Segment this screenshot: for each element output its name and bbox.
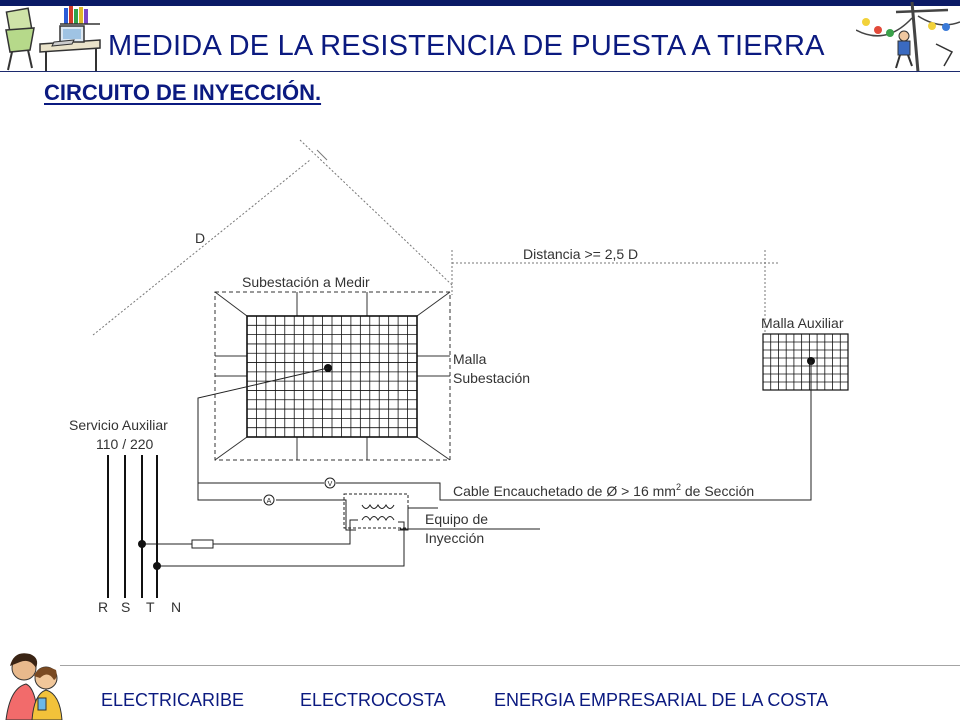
label-cable-prefix: Cable Encauchetado de Ø > 16 mm	[453, 483, 676, 499]
substation-grid-connectors	[214, 291, 451, 461]
label-aux-service-line2: 110 / 220	[96, 436, 154, 452]
footer-company-3: ENERGIA EMPRESARIAL DE LA COSTA	[494, 690, 829, 710]
title-divider	[0, 71, 960, 72]
transformer-secondary-coil	[361, 503, 395, 509]
ammeter-icon	[263, 494, 275, 506]
label-mesh-line2: Subestación	[453, 370, 530, 386]
voltmeter-icon	[324, 477, 336, 489]
label-cable-sup: 2	[676, 482, 681, 492]
aux-service-bus-lines	[107, 455, 158, 598]
label-d: D	[195, 230, 205, 246]
voltmeter-label: V	[328, 481, 333, 488]
footer-company-1: ELECTRICARIBE	[101, 690, 245, 710]
ammeter-label: A	[267, 498, 272, 505]
footer-divider	[60, 665, 960, 666]
substation-ground-mesh	[246, 315, 418, 438]
label-aux-mesh: Malla Auxiliar	[761, 315, 844, 331]
phase-n-label: N	[171, 599, 181, 615]
bus-connection-n	[153, 562, 161, 570]
distance-dimension	[451, 250, 780, 335]
desk-computer-clipart-icon	[5, 6, 101, 72]
page-title: MEDIDA DE LA RESISTENCIA DE PUESTA A TIE…	[108, 30, 825, 62]
label-cable-suffix: de Sección	[681, 483, 754, 499]
transformer-primary-coil	[361, 516, 395, 522]
label-distance: Distancia >= 2,5 D	[523, 246, 638, 262]
footer-company-2: ELECTROCOSTA	[300, 690, 446, 710]
lineman-on-pole-clipart-icon	[856, 1, 960, 73]
circuit-wiring	[142, 361, 812, 567]
children-clipart-icon	[5, 653, 63, 720]
top-bar	[0, 0, 960, 6]
label-mesh-line1: Malla	[453, 351, 487, 367]
label-substation: Subestación a Medir	[242, 274, 370, 290]
label-cable-spec: Cable Encauchetado de Ø > 16 mm2 de Secc…	[453, 482, 754, 499]
phase-r-label: R	[98, 599, 108, 615]
phase-s-label: S	[121, 599, 130, 615]
phase-t-label: T	[146, 599, 155, 615]
label-aux-service-line1: Servicio Auxiliar	[69, 417, 168, 433]
injection-equipment-boundary	[343, 493, 409, 529]
label-equipment-line1: Equipo de	[425, 511, 488, 527]
section-subtitle: CIRCUITO DE INYECCIÓN.	[44, 80, 322, 105]
bus-connection-t	[138, 540, 146, 548]
fuse-icon	[191, 539, 214, 549]
mesh-outline	[762, 333, 849, 391]
auxiliary-ground-mesh	[762, 333, 849, 391]
distance-d-construction-lines	[92, 139, 453, 336]
label-equipment-line2: Inyección	[425, 530, 484, 546]
